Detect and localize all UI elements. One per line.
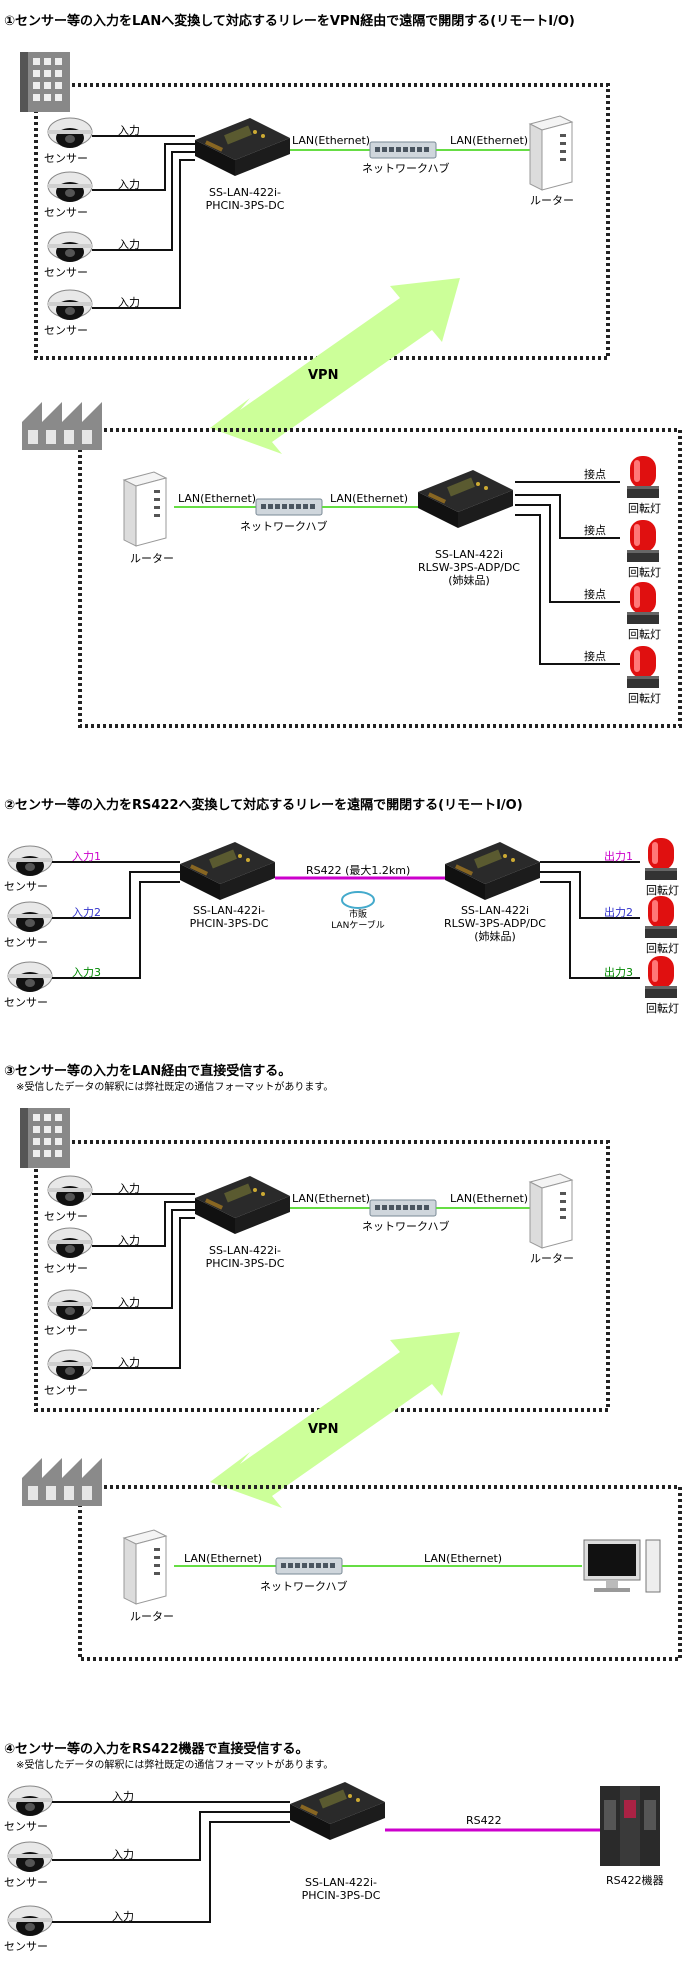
sensor-label: センサー	[4, 1940, 48, 1953]
sensor-label: センサー	[4, 996, 48, 1009]
input-label: 入力	[112, 1790, 134, 1803]
lan-label: LAN(Ethernet)	[178, 492, 257, 505]
lamp-label: 回転灯	[646, 1002, 679, 1015]
lamp-label: 回転灯	[646, 942, 679, 955]
sensor-label: センサー	[4, 1820, 48, 1833]
device-a-label: SS-LAN-422i- PHCIN-3PS-DC	[301, 1876, 381, 1902]
lamp-label: 回転灯	[628, 566, 661, 579]
sensor-label: センサー	[4, 936, 48, 949]
section4-note: ※受信したデータの解釈には弊社既定の通信フォーマットがあります。	[16, 1760, 334, 1771]
rs422-label: RS422	[466, 1814, 502, 1827]
section3-note: ※受信したデータの解釈には弊社既定の通信フォーマットがあります。	[16, 1082, 334, 1093]
router-label: ルーター	[530, 1252, 574, 1265]
sensor-label: センサー	[44, 1384, 88, 1397]
sensor-label: センサー	[44, 266, 88, 279]
device-a-label: SS-LAN-422i- PHCIN-3PS-DC	[205, 1244, 285, 1270]
hub-label: ネットワークハブ	[260, 1580, 348, 1593]
device-a-label: SS-LAN-422i- PHCIN-3PS-DC	[205, 186, 285, 212]
sensor-label: センサー	[44, 1324, 88, 1337]
device-b-label: SS-LAN-422i RLSW-3PS-ADP/DC (姉妹品)	[444, 904, 546, 943]
input-label: 入力	[118, 1356, 140, 1369]
hub-label: ネットワークハブ	[362, 1220, 450, 1233]
sensor-label: センサー	[4, 1876, 48, 1889]
output1-label: 出力1	[604, 850, 633, 863]
section1-title: ①センサー等の入力をLANへ変換して対応するリレーをVPN経由で遠隔で開閉する(…	[4, 14, 575, 29]
sensor-label: センサー	[44, 206, 88, 219]
sensor-label: センサー	[44, 1210, 88, 1223]
sensor-label: センサー	[44, 1262, 88, 1275]
rs422-device-label: RS422機器	[606, 1874, 664, 1887]
vpn-label: VPN	[308, 1422, 339, 1437]
rs422-label: RS422 (最大1.2km)	[306, 864, 411, 877]
lan-label: LAN(Ethernet)	[330, 492, 409, 505]
input1-label: 入力1	[72, 850, 101, 863]
router-label: ルーター	[530, 194, 574, 207]
lamp-label: 回転灯	[628, 628, 661, 641]
lamp-label: 回転灯	[646, 884, 679, 897]
lan-label: LAN(Ethernet)	[184, 1552, 263, 1565]
lan-label: LAN(Ethernet)	[424, 1552, 503, 1565]
input-label: 入力	[118, 1182, 140, 1195]
vpn-label: VPN	[308, 368, 339, 383]
sensor-label: センサー	[44, 152, 88, 165]
output3-label: 出力3	[604, 966, 633, 979]
input-label: 入力	[112, 1848, 134, 1861]
router-label: ルーター	[130, 552, 174, 565]
section2-title: ②センサー等の入力をRS422へ変換して対応するリレーを遠隔で開閉する(リモート…	[4, 798, 523, 813]
input-label: 入力	[118, 124, 140, 137]
output2-label: 出力2	[604, 906, 633, 919]
input-label: 入力	[118, 178, 140, 191]
input-label: 入力	[118, 1296, 140, 1309]
cable-label: 市販 LANケーブル	[331, 910, 385, 931]
input-label: 入力	[112, 1910, 134, 1923]
sensor-label: センサー	[44, 324, 88, 337]
lan-label: LAN(Ethernet)	[292, 1192, 371, 1205]
input-label: 入力	[118, 1234, 140, 1247]
lamp-label: 回転灯	[628, 502, 661, 515]
device-b-label: SS-LAN-422i RLSW-3PS-ADP/DC (姉妹品)	[418, 548, 520, 587]
site-b-boundary	[78, 428, 682, 728]
input3-label: 入力3	[72, 966, 101, 979]
lamp-label: 回転灯	[628, 692, 661, 705]
sensor-label: センサー	[4, 880, 48, 893]
contact-label: 接点	[584, 468, 606, 481]
hub-label: ネットワークハブ	[240, 520, 328, 533]
section4-title: ④センサー等の入力をRS422機器で直接受信する。	[4, 1742, 309, 1757]
site-d-boundary	[78, 1485, 682, 1661]
input2-label: 入力2	[72, 906, 101, 919]
contact-label: 接点	[584, 524, 606, 537]
router-label: ルーター	[130, 1610, 174, 1623]
lan-label: LAN(Ethernet)	[292, 134, 371, 147]
hub-label: ネットワークハブ	[362, 162, 450, 175]
lan-label: LAN(Ethernet)	[450, 134, 529, 147]
section3-title: ③センサー等の入力をLAN経由で直接受信する。	[4, 1064, 292, 1079]
contact-label: 接点	[584, 650, 606, 663]
device-a-label: SS-LAN-422i- PHCIN-3PS-DC	[189, 904, 269, 930]
contact-label: 接点	[584, 588, 606, 601]
input-label: 入力	[118, 238, 140, 251]
input-label: 入力	[118, 296, 140, 309]
lan-label: LAN(Ethernet)	[450, 1192, 529, 1205]
